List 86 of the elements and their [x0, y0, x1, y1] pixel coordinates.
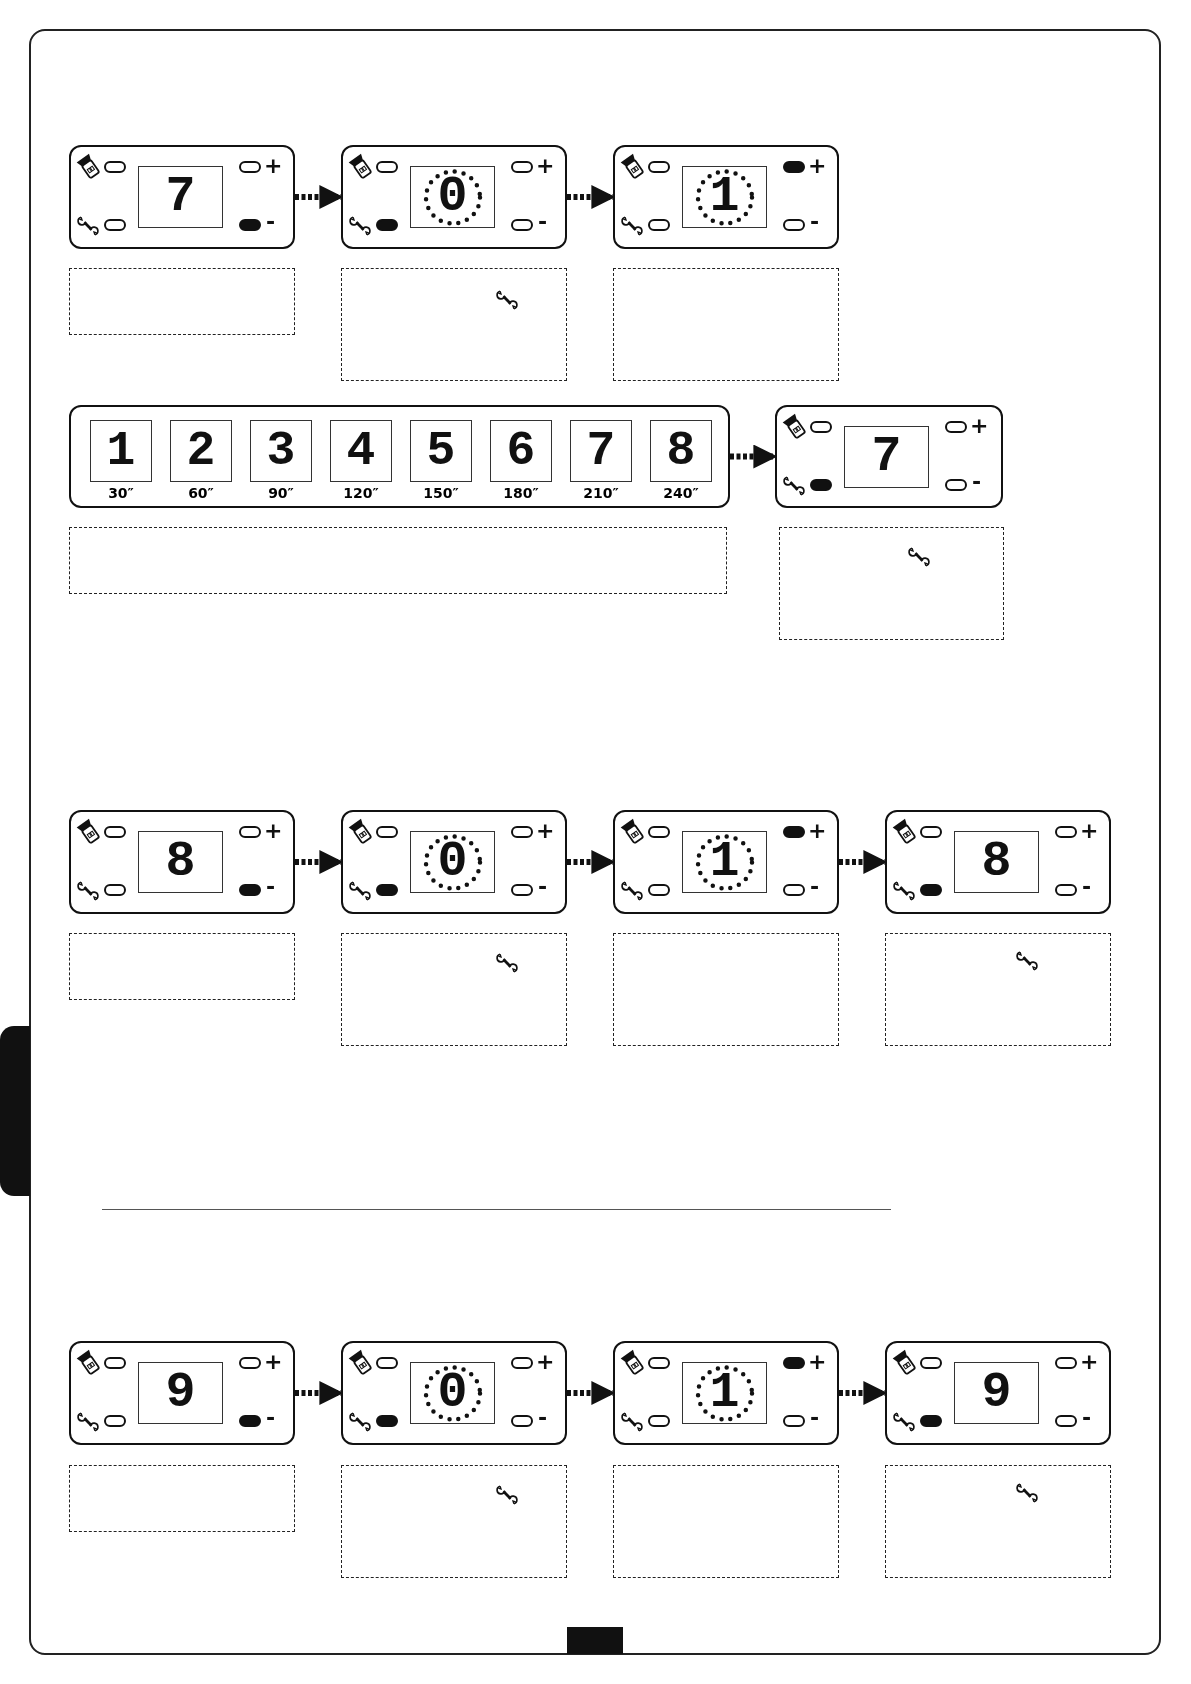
digit-cell	[570, 420, 632, 482]
display-digit: 1	[709, 837, 740, 887]
display-digit: 1	[106, 427, 136, 475]
dashed-box	[779, 527, 1004, 640]
plus-label: +	[536, 155, 555, 177]
time-label: 150″	[422, 485, 460, 501]
time-panel	[69, 405, 730, 508]
minus-label: -	[266, 1407, 276, 1429]
dashed-box	[341, 933, 567, 1046]
display-digit: 7	[871, 432, 902, 482]
control-panel	[613, 810, 839, 914]
time-label: 90″	[267, 485, 295, 501]
time-label: 60″	[187, 485, 215, 501]
plus-label: +	[808, 155, 827, 177]
display-digit: 5	[426, 427, 456, 475]
dashed-box	[69, 268, 295, 335]
plus-label: +	[1080, 1351, 1099, 1373]
digit-cell	[330, 420, 392, 482]
control-panel	[885, 810, 1111, 914]
dashed-box	[613, 268, 839, 381]
control-panel	[613, 145, 839, 249]
control-panel	[885, 1341, 1111, 1445]
plus-label: +	[264, 155, 283, 177]
dashed-box	[69, 527, 727, 594]
dashed-box	[613, 933, 839, 1046]
minus-label: -	[266, 876, 276, 898]
time-label: 30″	[107, 485, 135, 501]
minus-label: -	[266, 211, 276, 233]
dashed-box	[885, 1465, 1111, 1578]
dashed-box	[69, 933, 295, 1000]
plus-label: +	[808, 1351, 827, 1373]
plus-label: +	[264, 820, 283, 842]
control-panel	[775, 405, 1003, 508]
minus-label: -	[972, 471, 982, 493]
minus-label: -	[538, 1407, 548, 1429]
plus-label: +	[536, 820, 555, 842]
display-digit: 2	[186, 427, 216, 475]
control-panel	[341, 145, 567, 249]
display-digit: 1	[709, 1368, 740, 1418]
display-digit: 4	[346, 427, 376, 475]
display-digit: 7	[586, 427, 616, 475]
digit-cell	[410, 420, 472, 482]
minus-label: -	[810, 876, 820, 898]
time-label: 120″	[342, 485, 380, 501]
dashed-box	[341, 1465, 567, 1578]
display-digit: 3	[266, 427, 296, 475]
minus-label: -	[538, 876, 548, 898]
digit-cell	[170, 420, 232, 482]
digit-cell	[90, 420, 152, 482]
time-label: 210″	[582, 485, 620, 501]
display-digit: 0	[437, 837, 468, 887]
time-label: 240″	[662, 485, 700, 501]
plus-label: +	[808, 820, 827, 842]
display-digit: 8	[666, 427, 696, 475]
display-digit: 1	[709, 172, 740, 222]
plus-label: +	[1080, 820, 1099, 842]
minus-label: -	[1082, 1407, 1092, 1429]
display-digit: 0	[437, 172, 468, 222]
control-panel	[341, 810, 567, 914]
minus-label: -	[810, 211, 820, 233]
control-panel	[341, 1341, 567, 1445]
minus-label: -	[538, 211, 548, 233]
display-digit: 6	[506, 427, 536, 475]
dashed-box	[69, 1465, 295, 1532]
display-digit: 0	[437, 1368, 468, 1418]
digit-cell	[250, 420, 312, 482]
dashed-box	[341, 268, 567, 381]
minus-label: -	[810, 1407, 820, 1429]
plus-label: +	[970, 415, 989, 437]
control-panel	[69, 810, 295, 914]
display-digit: 8	[165, 837, 196, 887]
plus-label: +	[264, 1351, 283, 1373]
time-label: 180″	[502, 485, 540, 501]
digit-cell	[650, 420, 712, 482]
control-panel	[69, 145, 295, 249]
control-panel	[69, 1341, 295, 1445]
plus-label: +	[536, 1351, 555, 1373]
control-panel	[613, 1341, 839, 1445]
dashed-box	[885, 933, 1111, 1046]
display-digit: 7	[165, 172, 196, 222]
dashed-box	[613, 1465, 839, 1578]
minus-label: -	[1082, 876, 1092, 898]
display-digit: 9	[981, 1368, 1012, 1418]
digit-cell	[490, 420, 552, 482]
display-digit: 8	[981, 837, 1012, 887]
display-digit: 9	[165, 1368, 196, 1418]
